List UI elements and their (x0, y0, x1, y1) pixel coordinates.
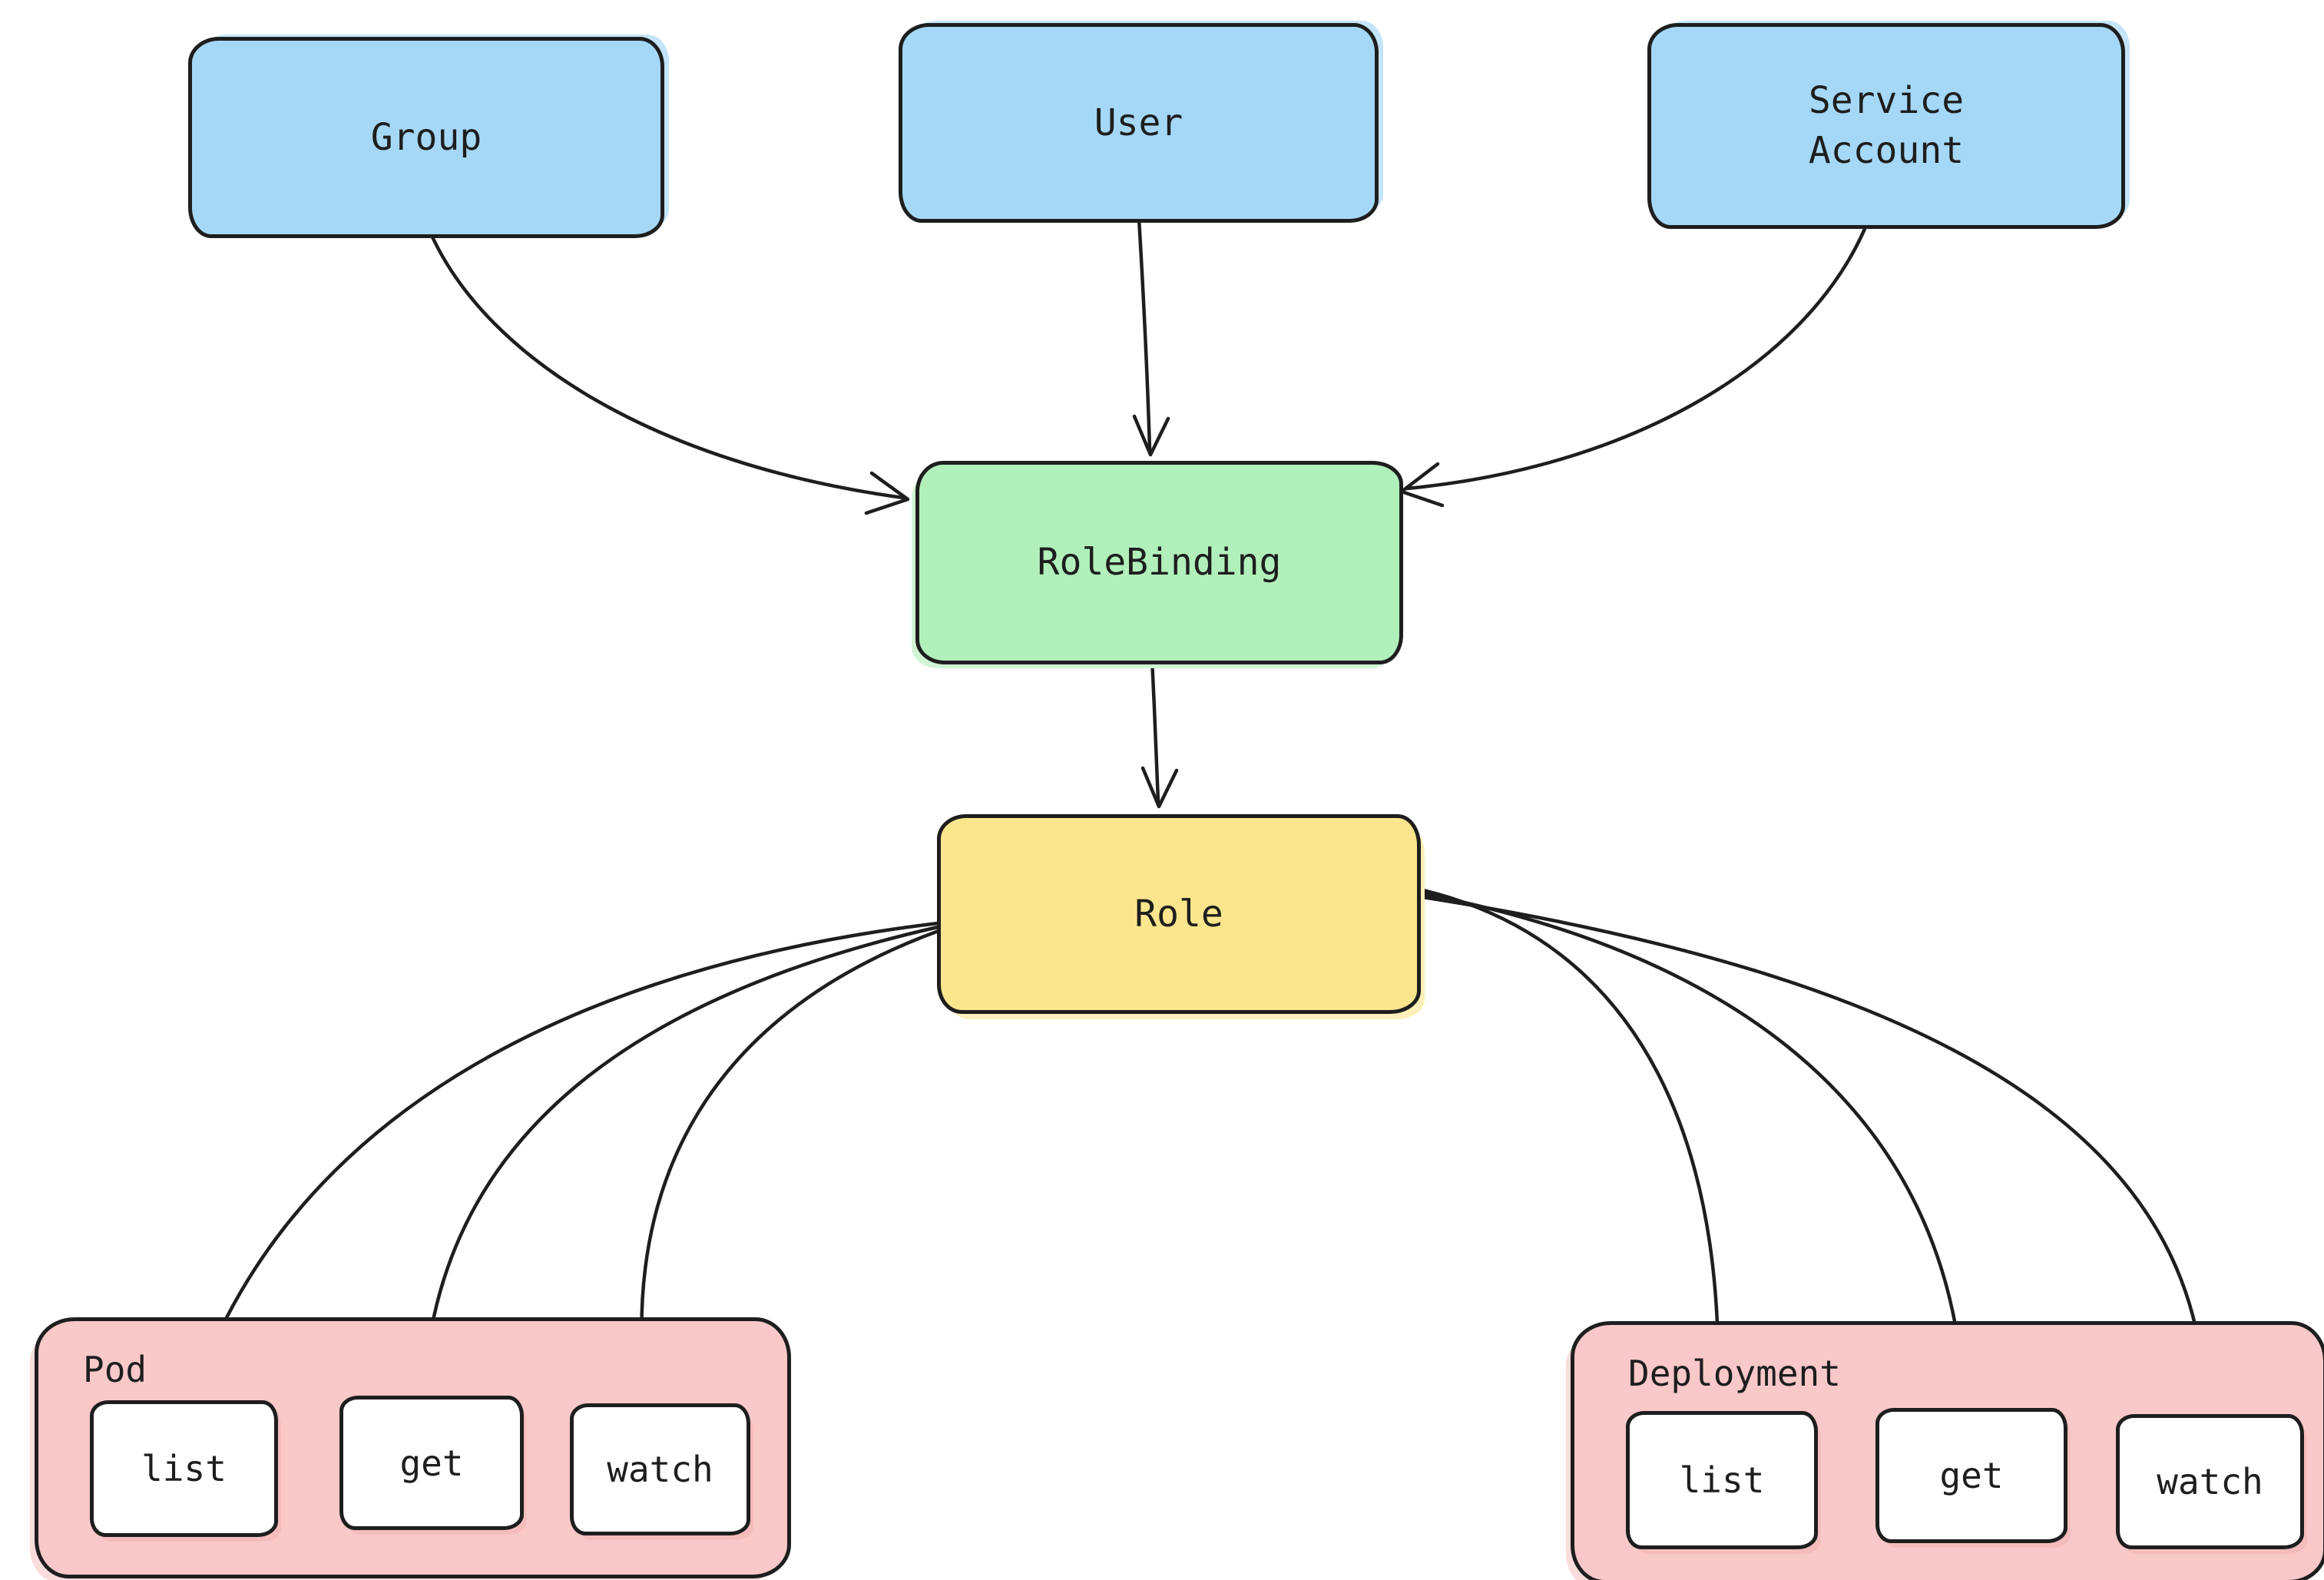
verb-pod-get-label: get (399, 1442, 464, 1484)
node-user-label: User (1094, 101, 1184, 144)
edge-rolebinding-to-role-arrowhead (1140, 766, 1179, 809)
edge-group-to-rolebinding-arrowhead (864, 471, 910, 515)
node-group-label: Group (370, 115, 482, 159)
node-user: User (899, 23, 1379, 223)
node-rolebinding: RoleBinding (915, 461, 1403, 664)
verb-deployment-get: get (1875, 1408, 2067, 1543)
edge-user-to-rolebinding (1137, 217, 1152, 452)
node-pod-resource-group: Pod list get watch (35, 1317, 791, 1578)
edge-user-to-rolebinding-arrowhead (1132, 414, 1170, 457)
verb-pod-list: list (90, 1400, 278, 1537)
verb-pod-list-label: list (141, 1448, 227, 1489)
node-role-label: Role (1134, 892, 1223, 936)
node-service-account-label: Service Account (1808, 79, 1965, 172)
edge-role-to-pod-get (421, 925, 940, 1436)
edge-rolebinding-to-role (1150, 657, 1160, 804)
verb-pod-watch: watch (570, 1403, 750, 1535)
edge-role-to-pod-list (177, 921, 940, 1445)
verb-deployment-list: list (1626, 1411, 1818, 1549)
edge-role-to-deployment-watch (1411, 893, 2207, 1452)
node-rolebinding-label: RoleBinding (1037, 541, 1282, 585)
node-role: Role (937, 814, 1421, 1014)
verb-deployment-list-label: list (1679, 1459, 1765, 1501)
node-deployment-label: Deployment (1628, 1353, 1841, 1394)
verb-pod-watch-label: watch (607, 1449, 713, 1490)
node-pod-label: Pod (83, 1349, 147, 1390)
verb-pod-get: get (339, 1396, 524, 1530)
verb-deployment-watch: watch (2116, 1414, 2304, 1549)
node-group: Group (188, 37, 664, 238)
edge-serviceaccount-to-rolebinding (1405, 227, 1867, 491)
node-service-account: Service Account (1647, 23, 2125, 229)
node-deployment-resource-group: Deployment list get watch (1571, 1321, 2324, 1580)
edge-group-to-rolebinding (428, 230, 905, 500)
verb-deployment-watch-label: watch (2157, 1461, 2263, 1502)
verb-deployment-get-label: get (1939, 1455, 2004, 1496)
